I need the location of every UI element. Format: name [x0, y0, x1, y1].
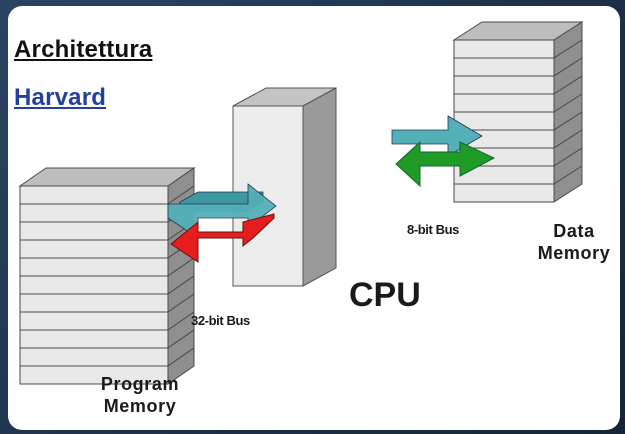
program-memory-slab-front — [19, 203, 169, 223]
program-memory-slab-front — [19, 221, 169, 241]
data-memory-slab-side — [553, 165, 583, 203]
data-memory-block — [452, 21, 584, 203]
cpu-label: CPU — [349, 276, 421, 314]
diagram-title-line2: Harvard — [14, 84, 107, 111]
program-memory-slab-front — [19, 329, 169, 349]
program-memory-slab-front — [19, 275, 169, 295]
data-memory-slab-front — [453, 39, 555, 59]
diagram-title-line1: Architettura — [14, 36, 153, 63]
program-memory-slab-front — [19, 347, 169, 367]
diagram-frame: Architettura Harvard 32-bit Bus 8-bit Bu… — [8, 6, 620, 430]
program-memory-block — [18, 167, 196, 385]
program-bus-arrow — [167, 183, 277, 263]
data-memory-slab-front — [453, 57, 555, 77]
program-memory-slab-front — [19, 311, 169, 331]
program-memory-top — [18, 167, 196, 187]
program-memory-slab-front — [19, 239, 169, 259]
harvard-architecture-diagram — [18, 21, 584, 385]
program-memory-slab-front — [19, 293, 169, 313]
data-memory-label: Data Memory — [526, 220, 620, 264]
data-bus-label: 8-bit Bus — [407, 222, 460, 237]
program-memory-label-line1: Program — [100, 374, 180, 394]
program-memory-slab-front — [19, 185, 169, 205]
data-memory-slab-front — [453, 75, 555, 95]
program-bus-label: 32-bit Bus — [191, 313, 250, 328]
data-bus-arrow — [391, 115, 496, 188]
data-memory-label-line1: Data — [553, 221, 595, 241]
data-memory-slab-front — [453, 93, 555, 113]
program-memory-slab-side — [167, 347, 195, 385]
data-memory-label-line2: Memory — [537, 243, 611, 263]
data-memory-slab-front — [453, 183, 555, 203]
data-memory-slab-front — [453, 111, 555, 131]
program-memory-label-line2: Memory — [103, 396, 177, 416]
program-memory-slab-front — [19, 257, 169, 277]
program-memory-label: Program Memory — [80, 373, 200, 417]
